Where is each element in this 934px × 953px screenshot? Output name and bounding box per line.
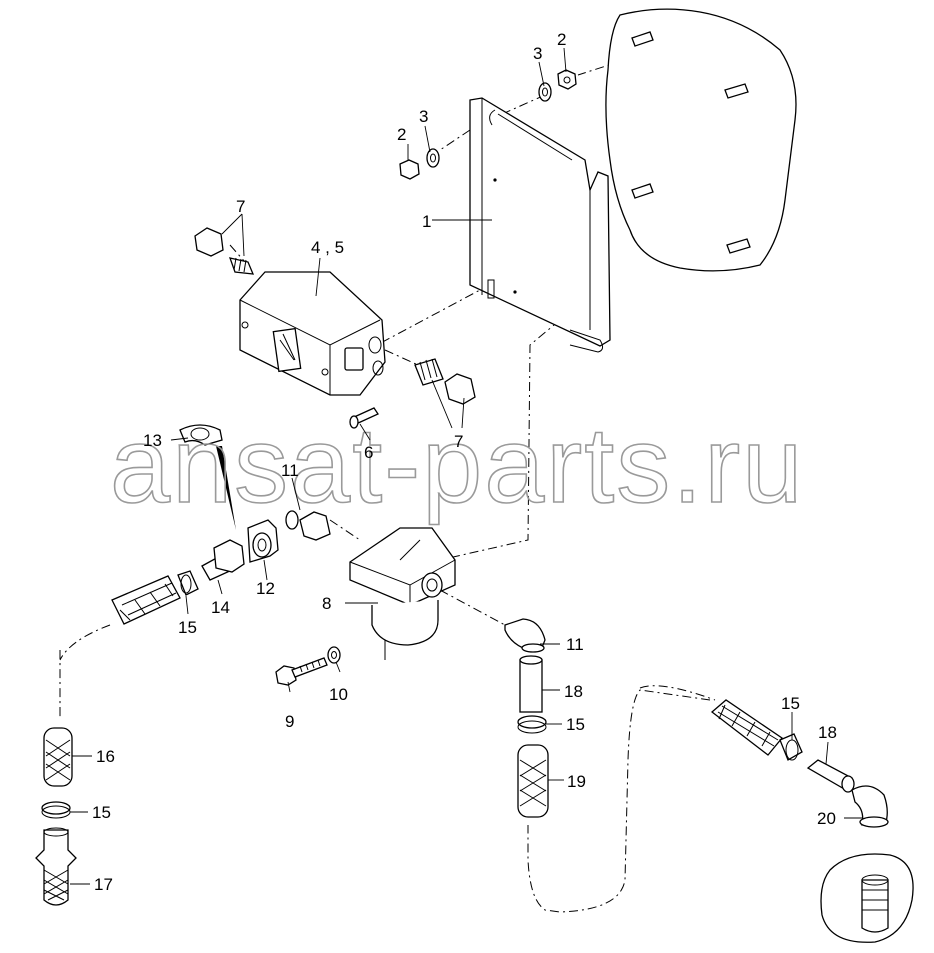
- callout-18-right: 18: [818, 723, 837, 742]
- nut-lower: [399, 159, 420, 180]
- callout-1: 1: [422, 212, 431, 231]
- washer-upper: [538, 82, 552, 102]
- connector-pipe: [201, 539, 245, 581]
- retaining-clip: [179, 424, 236, 530]
- pipe-18-lower: [519, 655, 543, 713]
- callout-3-upper: 3: [533, 44, 542, 63]
- bolt: [275, 657, 328, 686]
- elbow-lower: [504, 618, 546, 653]
- callout-16: 16: [96, 747, 115, 766]
- callout-18-middle: 18: [564, 682, 583, 701]
- hose-upper-left: [111, 575, 181, 625]
- callout-11-lower: 11: [566, 635, 584, 654]
- callouts: 1 2 2 3 3 4 , 5 6 7 7 8 9 10 11 11 12 13…: [92, 30, 837, 894]
- callout-12: 12: [256, 579, 275, 598]
- mounting-bracket: [469, 97, 611, 353]
- strainer: [35, 827, 77, 906]
- fitting-right: [414, 358, 476, 405]
- hose-19: [517, 744, 549, 818]
- leader-lines: [70, 47, 862, 885]
- fitting-upper: [194, 227, 255, 275]
- callout-4-5: 4 , 5: [311, 238, 344, 257]
- callout-7-right: 7: [454, 432, 463, 451]
- hose-clamp-upper-left: [177, 570, 199, 596]
- hose-clamp-right: [779, 733, 803, 761]
- elbow-upper: [285, 510, 331, 541]
- coupling: [247, 519, 279, 563]
- watermark-text: ansat-parts.ru: [110, 404, 804, 525]
- chassis-panel: [605, 8, 797, 272]
- callout-15-lower-left: 15: [92, 803, 111, 822]
- callout-2-upper: 2: [557, 30, 566, 49]
- pipe-18-right: [806, 759, 855, 793]
- tank-outlet: [820, 853, 914, 943]
- callout-19: 19: [567, 772, 586, 791]
- callout-2-lower: 2: [397, 125, 406, 144]
- hose-16: [43, 727, 73, 787]
- callout-10: 10: [329, 685, 348, 704]
- callout-11-upper: 11: [281, 461, 299, 480]
- callout-8: 8: [322, 594, 331, 613]
- hose-clamp-16: [41, 801, 71, 819]
- callout-15-middle: 15: [566, 715, 585, 734]
- washer-lower: [426, 148, 440, 168]
- callout-15-right: 15: [781, 694, 800, 713]
- callout-17: 17: [94, 875, 113, 894]
- lock-washer: [327, 646, 341, 664]
- valve-block: [349, 527, 456, 660]
- callout-14: 14: [211, 598, 230, 617]
- wall-studs: [631, 31, 751, 254]
- callout-13: 13: [143, 431, 162, 450]
- nut-upper: [557, 69, 577, 90]
- callout-7-upper: 7: [236, 197, 245, 216]
- hose-clamp-18: [517, 715, 547, 734]
- callout-3-lower: 3: [419, 107, 428, 126]
- callout-6: 6: [364, 443, 373, 462]
- switch-housing: [239, 271, 386, 396]
- elbow-20: [851, 785, 889, 828]
- callout-20: 20: [817, 809, 836, 828]
- callout-9: 9: [285, 712, 294, 731]
- callout-15-upper-left: 15: [178, 618, 197, 637]
- hose-right: [710, 699, 783, 756]
- screw: [349, 407, 379, 429]
